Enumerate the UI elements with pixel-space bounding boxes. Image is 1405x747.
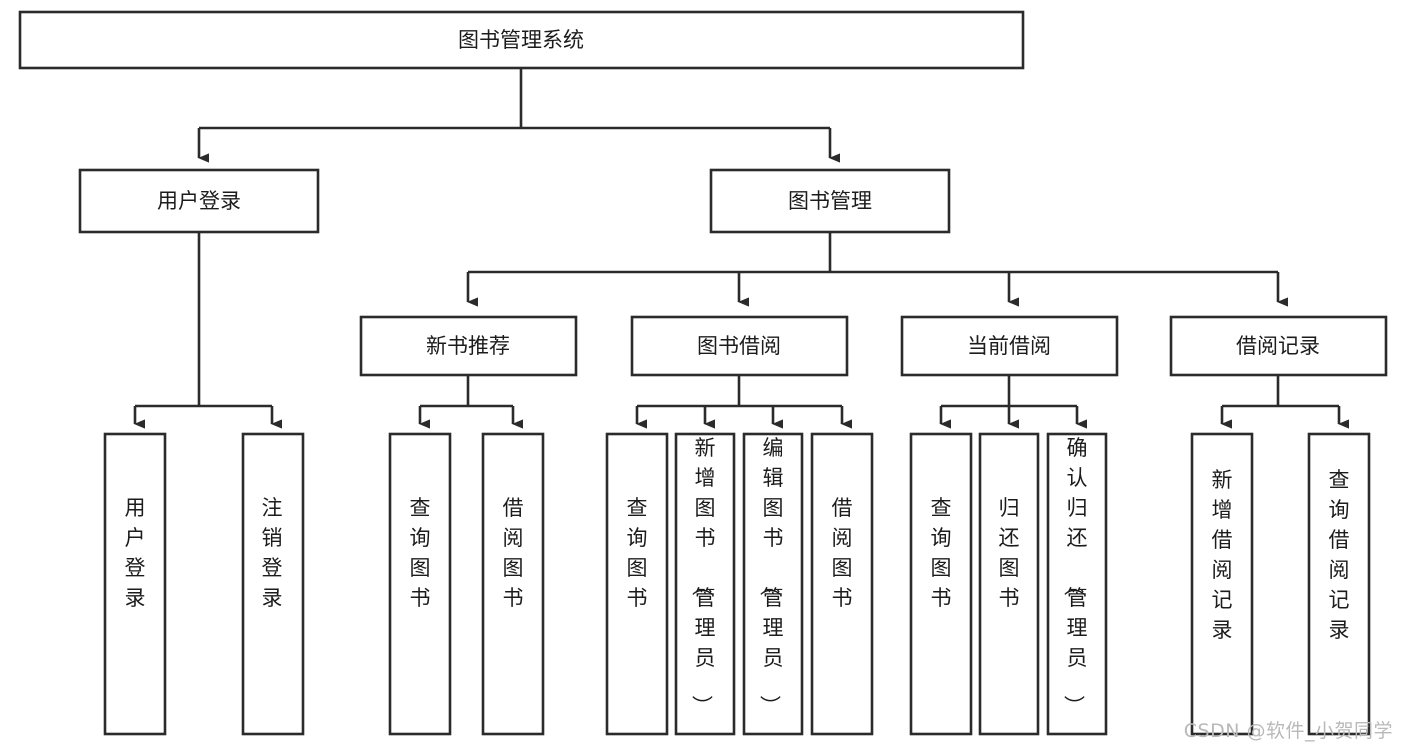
leaf-query-book-1-label: 查询图书 xyxy=(410,496,431,610)
node-borrow-record[interactable]: 借阅记录 xyxy=(1169,315,1388,377)
node-root-label: 图书管理系统 xyxy=(458,28,584,52)
leaf-edit-book-label: 编辑图书（管理员） xyxy=(758,436,784,716)
node-user-login-label: 用户登录 xyxy=(157,189,241,213)
edges-bookborrow-to-leaves xyxy=(635,375,852,429)
leaf-confirm-return-box xyxy=(1046,432,1108,736)
node-new-book-recommend-label: 新书推荐 xyxy=(426,334,510,358)
edges-userlogin-to-leaves xyxy=(133,232,282,429)
node-book-management-box xyxy=(709,168,951,234)
leaf-borrow-book-1-label: 借阅图书 xyxy=(503,496,524,610)
leaf-query-record-label: 查询借阅记录 xyxy=(1329,468,1350,642)
leaf-user-login-label: 用户登录 xyxy=(125,496,146,610)
leaf-user-login-box xyxy=(103,432,167,736)
node-user-login[interactable]: 用户登录 xyxy=(78,168,320,234)
leaf-node-edit-book[interactable]: 编辑图书（管理员） xyxy=(742,432,804,736)
node-book-borrow-label: 图书借阅 xyxy=(697,334,781,358)
leaf-query-book-3-box xyxy=(909,432,973,736)
leaf-add-record-label: 新增借阅记录 xyxy=(1212,468,1233,642)
leaf-add-book-label: 新增图书（管理员） xyxy=(690,436,716,716)
node-book-management-label: 图书管理 xyxy=(788,189,872,213)
node-book-management[interactable]: 图书管理 xyxy=(709,168,951,234)
leaf-node-add-borrow-record[interactable]: 新增借阅记录 xyxy=(1190,432,1254,736)
edges-currentborrow-to-leaves xyxy=(939,375,1087,429)
node-new-book-recommend[interactable]: 新书推荐 xyxy=(359,315,578,377)
node-root-box xyxy=(18,10,1025,70)
leaf-node-borrow-book-recommend[interactable]: 借阅图书 xyxy=(481,432,545,736)
leaf-node-borrow-book[interactable]: 借阅图书 xyxy=(810,432,874,736)
node-current-borrow-label: 当前借阅 xyxy=(967,334,1051,358)
leaf-borrow-book-1-box xyxy=(481,432,545,736)
node-user-login-box xyxy=(78,168,320,234)
leaf-node-return-book[interactable]: 归还图书 xyxy=(978,432,1040,736)
leaf-node-add-book[interactable]: 新增图书（管理员） xyxy=(674,432,736,736)
node-book-borrow-box xyxy=(630,315,849,377)
node-current-borrow-box xyxy=(900,315,1119,377)
leaf-add-record-box xyxy=(1190,432,1254,736)
leaf-borrow-book-2-box xyxy=(810,432,874,736)
node-new-book-recommend-box xyxy=(359,315,578,377)
leaf-logout-box xyxy=(241,432,305,736)
leaf-query-book-2-label: 查询图书 xyxy=(627,496,648,610)
leaf-query-book-1-box xyxy=(388,432,452,736)
edges-borrowrecord-to-leaves xyxy=(1220,375,1349,429)
node-current-borrow[interactable]: 当前借阅 xyxy=(900,315,1119,377)
leaf-logout-label: 注销登录 xyxy=(262,496,283,610)
edges-newbook-to-leaves xyxy=(418,375,523,429)
leaf-query-record-box xyxy=(1307,432,1371,736)
leaf-query-book-3-label: 查询图书 xyxy=(931,496,952,610)
node-root-book-management-system[interactable]: 图书管理系统 xyxy=(18,10,1025,70)
leaf-return-book-label: 归还图书 xyxy=(999,496,1020,610)
leaf-add-book-box xyxy=(674,432,736,736)
leaf-edit-book-box xyxy=(742,432,804,736)
edges-bookmgmt-to-level3 xyxy=(466,232,1288,307)
node-borrow-record-label: 借阅记录 xyxy=(1236,334,1320,358)
leaf-query-book-2-box xyxy=(605,432,669,736)
leaf-node-confirm-return[interactable]: 确认归还（管理员） xyxy=(1046,432,1108,736)
leaf-return-book-box xyxy=(978,432,1040,736)
leaf-node-logout[interactable]: 注销登录 xyxy=(241,432,305,736)
leaf-node-query-book-borrow[interactable]: 查询图书 xyxy=(605,432,669,736)
leaf-node-query-borrow-record[interactable]: 查询借阅记录 xyxy=(1307,432,1371,736)
node-borrow-record-box xyxy=(1169,315,1388,377)
edges-root-to-level2 xyxy=(197,68,840,163)
watermark: CSDN @软件_小贺同学 xyxy=(1183,720,1393,742)
leaf-node-query-book-current[interactable]: 查询图书 xyxy=(909,432,973,736)
leaf-node-query-book-recommend[interactable]: 查询图书 xyxy=(388,432,452,736)
leaf-borrow-book-2-label: 借阅图书 xyxy=(832,496,853,610)
leaf-node-user-login[interactable]: 用户登录 xyxy=(103,432,167,736)
node-book-borrow[interactable]: 图书借阅 xyxy=(630,315,849,377)
leaf-confirm-return-label: 确认归还（管理员） xyxy=(1062,436,1088,716)
